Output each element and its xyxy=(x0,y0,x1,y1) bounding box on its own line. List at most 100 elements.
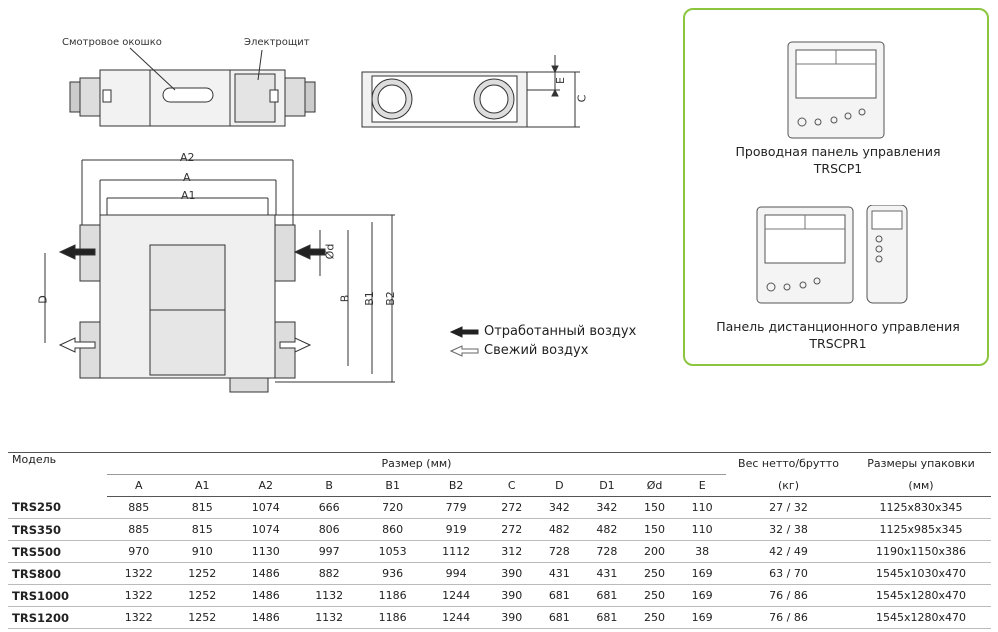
dim-a2-label: A2 xyxy=(180,151,195,164)
remote-panel-image xyxy=(756,205,908,304)
dimension-cell: 720 xyxy=(360,496,425,519)
dimension-cell: 1130 xyxy=(233,540,298,563)
col-header-od: Ød xyxy=(630,474,679,497)
weight-cell: 42 / 49 xyxy=(726,540,851,563)
legend-fresh: Свежий воздух xyxy=(450,341,636,360)
dimension-cell: 1112 xyxy=(424,540,488,563)
dimension-cell: 1074 xyxy=(233,496,298,519)
model-cell: TRS500 xyxy=(8,540,107,563)
dimension-cell: 390 xyxy=(487,584,536,607)
dimension-cell: 1252 xyxy=(170,562,234,585)
dimension-cell: 970 xyxy=(107,540,171,563)
dimension-cell: 728 xyxy=(583,540,631,563)
col-header-c: C xyxy=(487,474,536,497)
dimension-cell: 482 xyxy=(583,518,631,541)
dimension-cell: 1322 xyxy=(107,606,171,629)
remote-panel-title: Панель дистанционного управления xyxy=(716,319,960,334)
model-header: Модель xyxy=(8,452,107,497)
legend-fresh-label: Свежий воздух xyxy=(484,343,589,358)
dimension-cell: 681 xyxy=(583,584,631,607)
package-cell: 1545x1280x470 xyxy=(851,606,991,629)
model-cell: TRS1200 xyxy=(8,606,107,629)
dimension-cell: 1252 xyxy=(170,606,234,629)
dimension-cell: 1486 xyxy=(233,606,298,629)
dimension-cell: 1244 xyxy=(424,584,488,607)
dimension-cell: 681 xyxy=(583,606,631,629)
weight-unit: (кг) xyxy=(726,474,851,497)
specifications-table: Модель Размер (мм) Вес нетто/брутто Разм… xyxy=(8,452,991,629)
weight-cell: 32 / 38 xyxy=(726,518,851,541)
col-header-d: D xyxy=(535,474,584,497)
dimension-cell: 815 xyxy=(170,518,234,541)
dimension-cell: 994 xyxy=(424,562,488,585)
remote-panel-caption: Панель дистанционного управления TRSCPR1 xyxy=(685,318,991,352)
dimension-cell: 1322 xyxy=(107,562,171,585)
remote-panel-model: TRSCPR1 xyxy=(809,336,867,351)
col-header-a: A xyxy=(107,474,171,497)
dimension-cell: 1074 xyxy=(233,518,298,541)
dimension-cell: 1186 xyxy=(360,584,425,607)
dimension-cell: 150 xyxy=(630,518,679,541)
dimension-cell: 312 xyxy=(487,540,536,563)
col-header-b1: B1 xyxy=(360,474,425,497)
package-unit: (мм) xyxy=(851,474,991,497)
col-header-e: E xyxy=(678,474,726,497)
dimension-cell: 885 xyxy=(107,518,171,541)
dim-d-label: D xyxy=(36,295,50,304)
dimension-cell: 728 xyxy=(535,540,584,563)
dimension-cell: 860 xyxy=(360,518,425,541)
dimension-cell: 1252 xyxy=(170,584,234,607)
dimension-cell: 919 xyxy=(424,518,488,541)
dimension-cell: 806 xyxy=(297,518,361,541)
wired-panel-model: TRSCP1 xyxy=(813,161,863,176)
dimension-cell: 200 xyxy=(630,540,679,563)
package-cell: 1190x1150x386 xyxy=(851,540,991,563)
model-cell: TRS350 xyxy=(8,518,107,541)
dimension-cell: 1132 xyxy=(297,606,361,629)
dimension-cell: 681 xyxy=(535,606,584,629)
exhaust-arrow-icon xyxy=(450,325,479,338)
dim-b-label: B xyxy=(338,294,352,303)
dimension-cell: 38 xyxy=(678,540,726,563)
dimension-cell: 779 xyxy=(424,496,488,519)
dimension-cell: 110 xyxy=(678,496,726,519)
dimension-cell: 1486 xyxy=(233,584,298,607)
package-cell: 1125x985x345 xyxy=(851,518,991,541)
legend-exhaust-label: Отработанный воздух xyxy=(484,324,637,339)
weight-cell: 63 / 70 xyxy=(726,562,851,585)
legend-exhaust: Отработанный воздух xyxy=(450,322,636,341)
col-header-d1: D1 xyxy=(583,474,631,497)
dim-c-label: C xyxy=(575,94,589,103)
dimension-cell: 110 xyxy=(678,518,726,541)
dimension-cell: 1186 xyxy=(360,606,425,629)
control-panels-box: Проводная панель управления TRSCP1 Панел… xyxy=(683,8,989,366)
dimensions-header: Размер (мм) xyxy=(107,452,726,475)
dimension-cell: 169 xyxy=(678,562,726,585)
wired-panel-caption: Проводная панель управления TRSCP1 xyxy=(685,143,991,177)
model-cell: TRS800 xyxy=(8,562,107,585)
dimension-cell: 250 xyxy=(630,606,679,629)
fresh-arrow-icon xyxy=(450,344,479,357)
col-header-a2: A2 xyxy=(233,474,298,497)
dim-b2-label: B2 xyxy=(383,291,397,306)
dimension-cell: 431 xyxy=(583,562,631,585)
dimension-cell: 997 xyxy=(297,540,361,563)
unit-technical-drawing xyxy=(44,47,580,393)
dim-e-label: E xyxy=(553,77,567,84)
dimension-cell: 1486 xyxy=(233,562,298,585)
dimension-cell: 250 xyxy=(630,584,679,607)
weight-cell: 27 / 32 xyxy=(726,496,851,519)
dimension-cell: 272 xyxy=(487,518,536,541)
dim-b1-label: B1 xyxy=(362,291,376,306)
dimension-cell: 169 xyxy=(678,606,726,629)
front-view xyxy=(44,159,395,393)
dimension-cell: 910 xyxy=(170,540,234,563)
dimension-cell: 1244 xyxy=(424,606,488,629)
dimension-cell: 1053 xyxy=(360,540,425,563)
weight-cell: 76 / 86 xyxy=(726,584,851,607)
side-view xyxy=(69,47,316,127)
